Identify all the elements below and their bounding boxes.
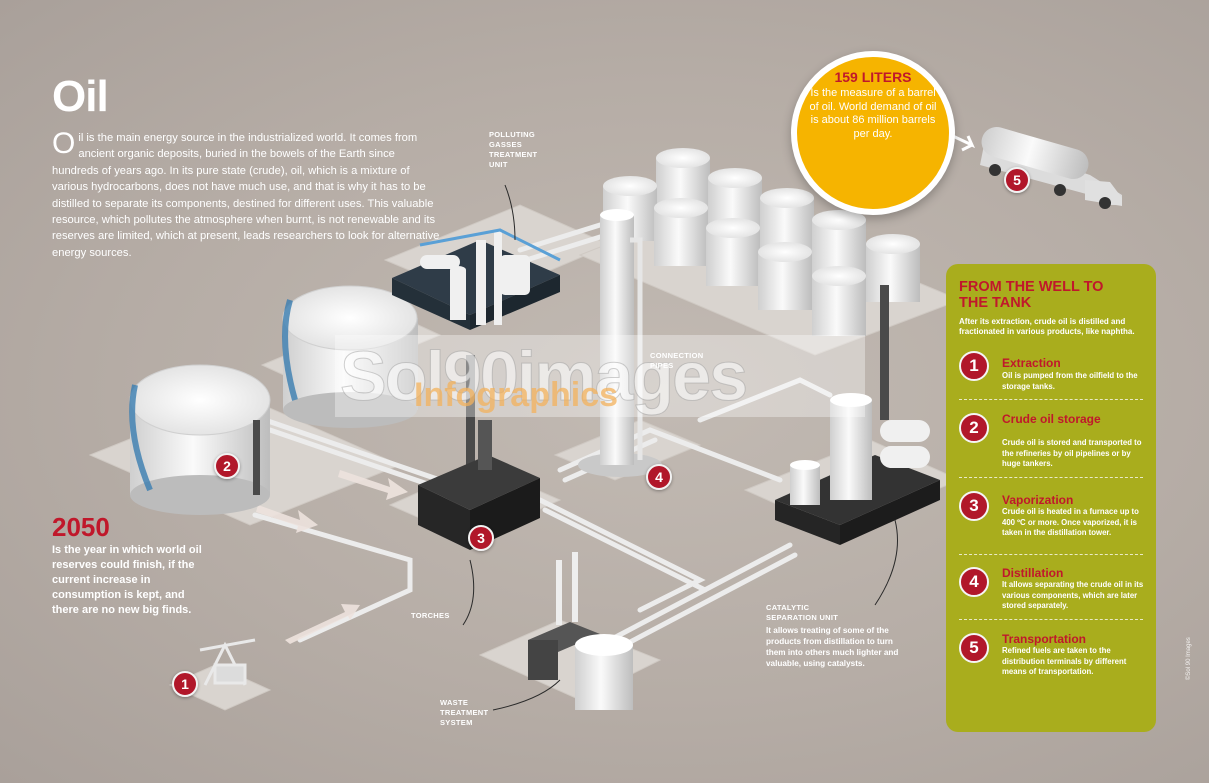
- marker-extraction: 1: [172, 671, 198, 697]
- image-credit: ©Sol 90 Images: [1186, 637, 1192, 680]
- catalytic-description: It allows treating of some of the produc…: [766, 626, 899, 668]
- step-number: 2: [959, 413, 989, 443]
- step-number: 3: [959, 491, 989, 521]
- step-title: Extraction: [1002, 356, 1061, 370]
- step-title: Transportation: [1002, 632, 1087, 646]
- step-title: Distillation: [1002, 566, 1064, 580]
- panel-description: After its extraction, crude oil is disti…: [959, 317, 1135, 336]
- label-polluting-gasses: POLLUTING GASSES TREATMENT UNIT: [489, 130, 538, 169]
- panel-title: FROM THE WELL TO THE TANK: [959, 279, 1104, 311]
- gas-treatment-unit: [392, 228, 561, 330]
- intro-text: il is the main energy source in the indu…: [52, 132, 440, 259]
- intro-dropcap: O: [52, 127, 76, 160]
- liters-callout: 159 LITERS Is the measure of a barrel of…: [791, 51, 955, 215]
- divider: [959, 477, 1143, 478]
- label-connection-pipes: CONNECTION PIPES: [650, 351, 704, 370]
- crude-tank-small: [129, 364, 271, 515]
- watermark-subtext: Infographics: [414, 376, 619, 414]
- step-text: Refined fuels are taken to the distribut…: [1002, 646, 1127, 676]
- waste-treatment-system: [528, 552, 633, 710]
- page-title: Oil: [52, 72, 109, 121]
- process-panel: FROM THE WELL TO THE TANK After its extr…: [946, 264, 1156, 732]
- step-text: It allows separating the crude oil in it…: [1002, 580, 1144, 610]
- year-2050-heading: 2050: [52, 512, 110, 542]
- step-text: Crude oil is stored and transported to t…: [1002, 438, 1142, 468]
- watermark-text: Sol90images: [340, 337, 749, 416]
- divider: [959, 399, 1143, 400]
- marker-transportation: 5: [1004, 167, 1030, 193]
- liters-heading: 159 LITERS: [834, 69, 912, 85]
- watermark-band: [335, 335, 865, 417]
- marker-vaporization: 3: [468, 525, 494, 551]
- label-waste-treatment: WASTE TREATMENT SYSTEM: [440, 698, 489, 727]
- step-number: 4: [959, 567, 989, 597]
- step-text: Crude oil is heated in a furnace up to 4…: [1002, 507, 1139, 537]
- marker-distillation: 4: [646, 464, 672, 490]
- step-text: Oil is pumped from the oilfield to the s…: [1002, 371, 1138, 391]
- label-torches: TORCHES: [411, 611, 450, 620]
- marker-storage: 2: [214, 453, 240, 479]
- catalytic-unit: [775, 393, 940, 545]
- flow-arrows: [256, 470, 408, 644]
- year-2050-text: Is the year in which world oil reserves …: [52, 544, 202, 616]
- label-catalytic-unit: CATALYTIC SEPARATION UNIT: [766, 603, 839, 622]
- distillation-tower: [578, 209, 662, 477]
- pump-jack: [199, 638, 256, 686]
- step-title: Crude oil storage: [1002, 412, 1101, 426]
- product-tanks: [603, 148, 920, 336]
- crude-tank-large: [282, 285, 418, 428]
- step-title: Vaporization: [1002, 493, 1074, 507]
- step-number: 5: [959, 633, 989, 663]
- tanker-truck: [980, 126, 1122, 209]
- liters-text: Is the measure of a barrel of oil. World…: [809, 87, 937, 140]
- step-number: 1: [959, 351, 989, 381]
- torch-stacks: [253, 285, 889, 495]
- divider: [959, 554, 1143, 555]
- divider: [959, 619, 1143, 620]
